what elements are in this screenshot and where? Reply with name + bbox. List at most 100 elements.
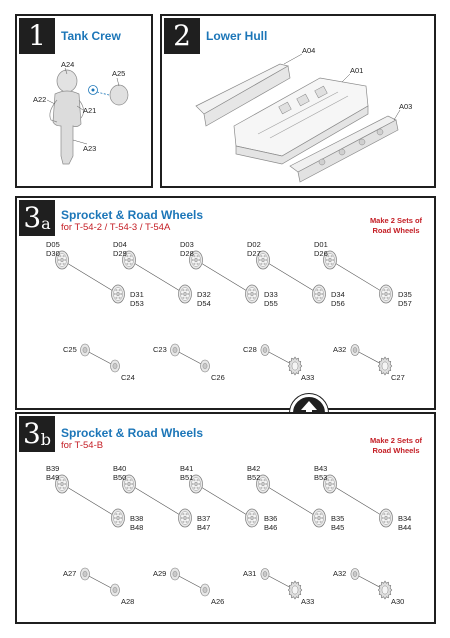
sprocket-hub: [291, 361, 299, 371]
wheel-bolt: [327, 479, 330, 482]
part-label: A23: [83, 144, 97, 153]
step-1-panel: 1 Tank Crew A24 A25 A22 A21 A23: [15, 14, 153, 188]
wheel-bolt: [59, 486, 62, 489]
hub-center: [172, 570, 178, 578]
wheel-bolt: [129, 262, 132, 265]
wheel-bolt: [321, 516, 324, 520]
part-label: D29: [113, 249, 127, 258]
wheel-bolt: [57, 482, 60, 486]
wheel-bolt: [126, 486, 129, 489]
note-line: Road Wheels: [372, 446, 420, 455]
wheel-bolt: [321, 292, 324, 296]
wheel-bolt: [198, 258, 201, 262]
wheel-bolt: [182, 520, 185, 523]
wheel-bolt: [249, 289, 252, 292]
part-label: B35: [331, 514, 345, 523]
step-3b-subtitle: for T-54-B: [61, 440, 104, 451]
idler-disc: [200, 583, 210, 597]
part-label: D55: [264, 299, 278, 308]
wheel-bolt: [120, 292, 123, 296]
sprocket-hub: [381, 585, 389, 595]
part-label: D35: [398, 290, 412, 299]
wheel-bolt: [252, 520, 255, 523]
axle-line: [262, 483, 320, 519]
part-label: B45: [331, 523, 345, 532]
wheel-bolt: [263, 255, 266, 258]
wheel-hub: [250, 515, 254, 521]
part-label: D53: [130, 299, 144, 308]
wheel-bolt: [131, 482, 134, 486]
wheel-bolt: [319, 296, 322, 299]
wheel-bolt: [260, 262, 263, 265]
wheel-bolt: [182, 513, 185, 516]
part-label: B51: [180, 473, 194, 482]
step-3b-panel: 3b Sprocket & Road Wheels for T-54-B Mak…: [15, 412, 436, 624]
wheel-bolt: [118, 289, 121, 292]
axle-line: [174, 573, 206, 591]
wheel-bolt: [129, 486, 132, 489]
axle-line: [262, 259, 320, 295]
step-3a-subtitle: for T-54-2 / T-54-3 / T-54A: [61, 222, 171, 233]
part-label: B42: [247, 464, 261, 473]
road-wheel-inner: [111, 508, 125, 528]
idler-hub: [80, 343, 90, 357]
road-wheel-outer: [189, 250, 203, 270]
part-label: D26: [314, 249, 328, 258]
hub-center: [202, 362, 208, 370]
part-label: D27: [247, 249, 261, 258]
wheel-bolt: [196, 255, 199, 258]
wheel-hub: [328, 257, 332, 263]
road-wheel-outer: [55, 474, 69, 494]
drive-sprocket: [377, 356, 393, 376]
road-wheel-outer: [122, 474, 136, 494]
wheel-bolt: [113, 292, 116, 296]
part-label: A01: [350, 66, 364, 75]
part-label: D03: [180, 240, 194, 249]
idler-hub: [170, 567, 180, 581]
road-wheel-inner: [312, 284, 326, 304]
wheel-hub: [384, 291, 388, 297]
part-label: D01: [314, 240, 328, 249]
part-label: D56: [331, 299, 345, 308]
part-label: C26: [211, 373, 225, 382]
wheel-bolt: [332, 482, 335, 486]
wheel-bolt: [252, 289, 255, 292]
part-label: A32: [333, 345, 347, 354]
part-label: C23: [153, 345, 167, 354]
wheel-bolt: [254, 292, 257, 296]
part-label: B38: [130, 514, 144, 523]
part-label: C25: [63, 345, 77, 354]
wheel-bolt: [325, 258, 328, 262]
wheel-bolt: [120, 516, 123, 520]
part-label: C28: [243, 345, 257, 354]
wheel-bolt: [316, 513, 319, 516]
road-wheel-outer: [256, 474, 270, 494]
wheel-bolt: [59, 262, 62, 265]
wheel-bolt: [247, 292, 250, 296]
wheel-bolt: [191, 258, 194, 262]
road-wheel-inner: [379, 508, 393, 528]
part-label: A22: [33, 95, 47, 104]
wheel-bolt: [325, 482, 328, 486]
wheel-hub: [127, 481, 131, 487]
note-line: Make 2 Sets of: [369, 436, 423, 445]
road-wheel-outer: [189, 474, 203, 494]
step-3a-panel: 3a Sprocket & Road Wheels for T-54-2 / T…: [15, 196, 436, 410]
axle-line: [329, 259, 387, 295]
wheel-bolt: [124, 258, 127, 262]
wheel-bolt: [263, 486, 266, 489]
wheel-hub: [60, 257, 64, 263]
wheel-bolt: [191, 482, 194, 486]
wheel-bolt: [115, 520, 118, 523]
axle-line: [195, 483, 253, 519]
part-label: B47: [197, 523, 211, 532]
road-wheel-inner: [111, 284, 125, 304]
wheel-bolt: [386, 520, 389, 523]
wheel-bolt: [124, 482, 127, 486]
wheel-bolt: [126, 479, 129, 482]
idler-hub: [170, 343, 180, 357]
hub-center: [112, 586, 118, 594]
wheel-bolt: [254, 516, 257, 520]
wheel-bolt: [198, 482, 201, 486]
wheel-hub: [183, 291, 187, 297]
